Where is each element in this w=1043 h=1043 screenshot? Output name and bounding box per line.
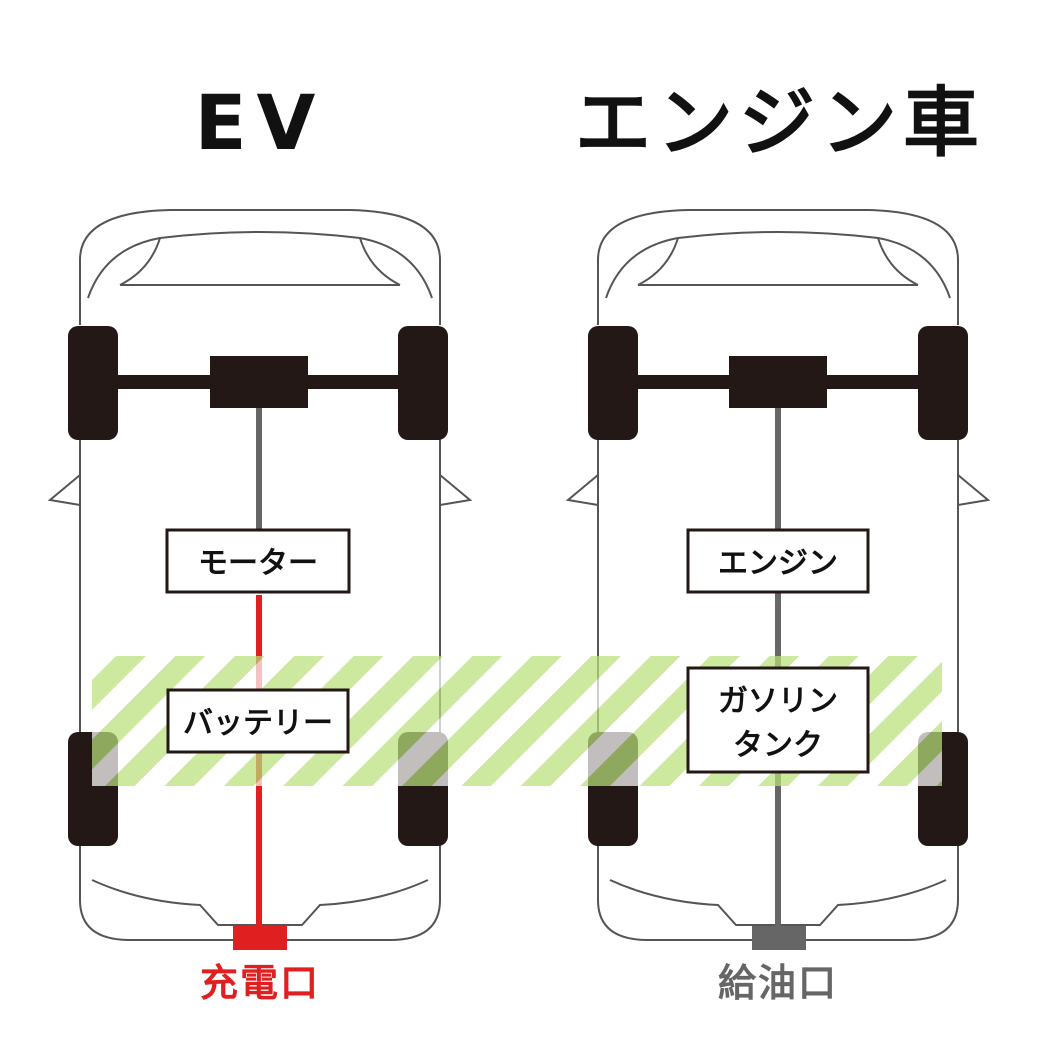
ev-drive-unit	[210, 356, 308, 408]
ev-title: EV	[194, 78, 326, 167]
engine-drive-unit	[729, 356, 827, 408]
ev-battery-label: バッテリー	[183, 706, 333, 741]
engine-label: エンジン	[718, 546, 838, 581]
engine-box: エンジン	[686, 528, 870, 594]
fuel-tank-label-line2: タンク	[733, 728, 823, 763]
engine-tire-front-left	[588, 326, 638, 440]
engine-car-title: エンジン車	[575, 78, 985, 167]
ev-battery-box: バッテリー	[166, 688, 350, 754]
fuel-tank-label-line1: ガソリン	[718, 684, 838, 719]
fuel-tank-box: ガソリン タンク	[686, 666, 870, 774]
engine-fuel-port-label: 給油口	[717, 961, 838, 1005]
ev-tire-front-left	[68, 326, 118, 440]
engine-tire-front-right	[918, 326, 968, 440]
ev-charge-port-label: 充電口	[199, 961, 320, 1005]
ev-shaft-upper	[256, 408, 262, 530]
engine-car-body	[565, 209, 991, 941]
engine-fuel-port	[752, 926, 806, 950]
ev-charge-port	[233, 926, 287, 950]
ev-motor-label: モーター	[198, 546, 318, 581]
ev-motor-box: モーター	[165, 528, 351, 594]
ev-tire-front-right	[398, 326, 448, 440]
